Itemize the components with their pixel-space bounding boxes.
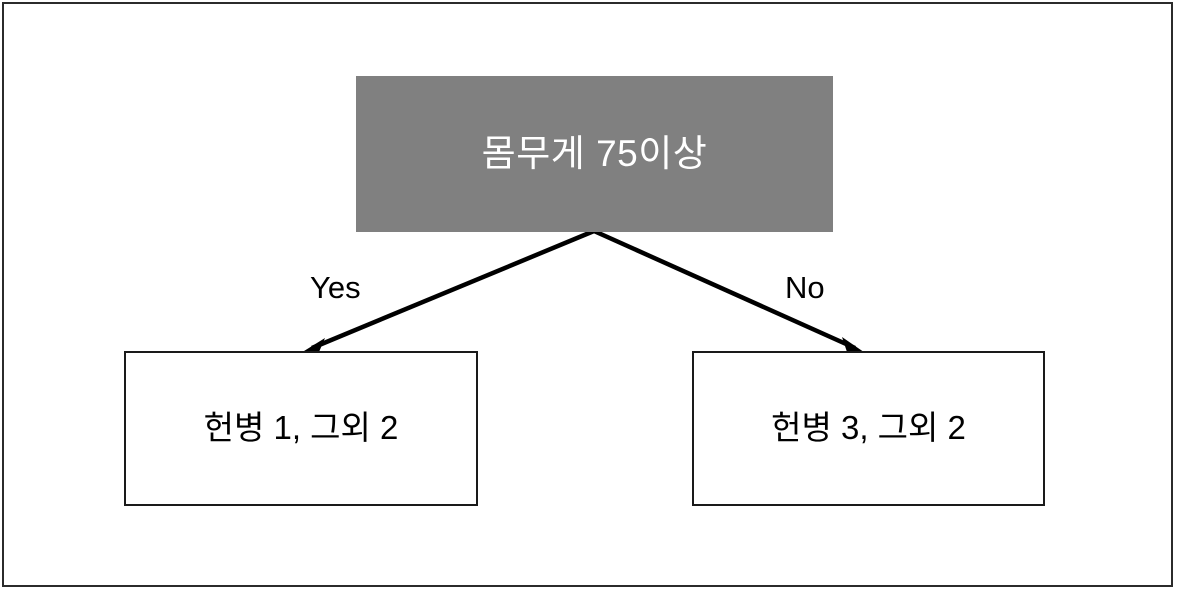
node-root-label: 몸무게 75이상 [481, 132, 708, 174]
node-leaf-yes-label: 헌병 1, 그외 2 [203, 409, 399, 447]
node-leaf-no-label: 헌병 3, 그외 2 [771, 409, 966, 447]
edge-no [593, 228, 866, 361]
edge-label-yes: Yes [310, 270, 361, 305]
node-root-decision[interactable]: 몸무게 75이상 [356, 76, 833, 232]
node-leaf-yes[interactable]: 헌병 1, 그외 2 [124, 351, 478, 506]
node-leaf-no[interactable]: 헌병 3, 그외 2 [692, 351, 1045, 506]
edge-label-no: No [785, 270, 825, 305]
